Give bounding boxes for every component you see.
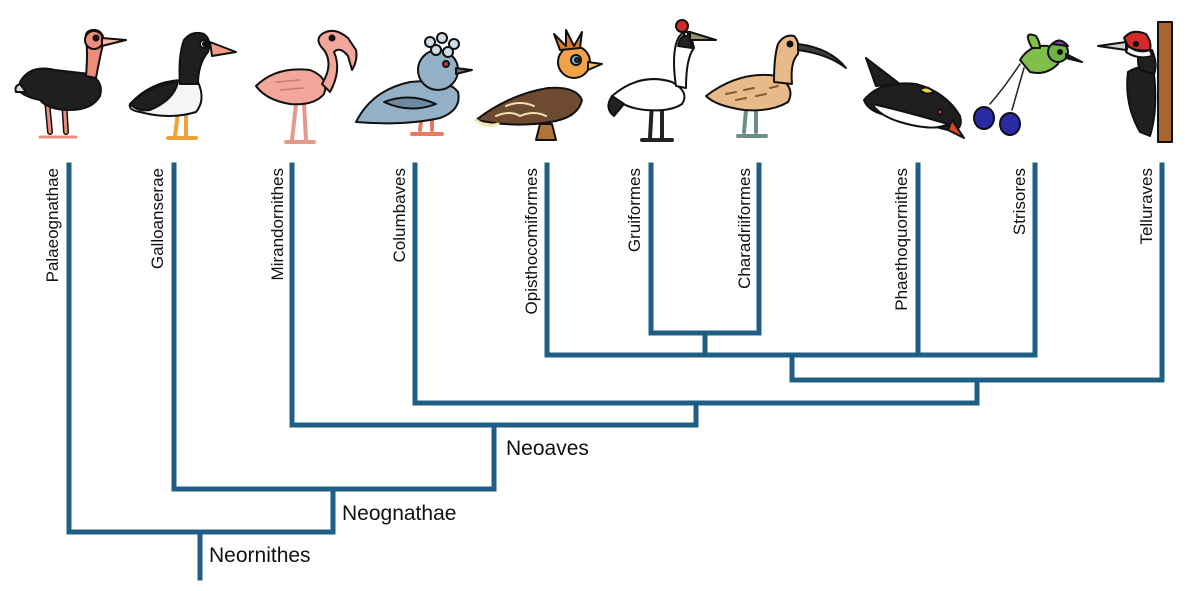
taxon-label-opisthocomiformes: Opisthocomiformes [522, 168, 541, 314]
taxon-label-charadriiformes: Charadriiformes [735, 168, 754, 289]
hoatzin-icon [474, 29, 603, 141]
penguin-icon [863, 57, 965, 139]
taxon-label-columbaves: Columbaves [390, 168, 409, 263]
clade-label-neornithes: Neornithes [209, 544, 311, 567]
ostrich-icon [14, 29, 127, 139]
crowned-pigeon-icon [355, 32, 473, 136]
goose-icon [128, 31, 237, 140]
woodpecker-icon [1097, 21, 1173, 143]
clade-label-neoaves: Neoaves [506, 437, 589, 460]
taxon-label-mirandornithes: Mirandornithes [268, 168, 287, 280]
taxon-label-strisores: Strisores [1010, 168, 1029, 235]
taxon-label-palaeognathae: Palaeognathae [43, 168, 62, 282]
tree-branches [66, 162, 1165, 581]
taxon-label-galloanserae: Galloanserae [148, 168, 167, 269]
curlew-icon [705, 34, 847, 138]
clade-label-neognathae: Neognathae [342, 502, 456, 525]
taxon-label-gruiformes: Gruiformes [625, 168, 644, 252]
crane-icon [607, 19, 717, 142]
taxon-label-telluraves: Telluraves [1137, 168, 1156, 245]
flamingo-icon [255, 29, 358, 144]
hummingbird-icon [973, 33, 1083, 136]
taxon-label-phaethoquornithes: Phaethoquornithes [892, 168, 911, 311]
